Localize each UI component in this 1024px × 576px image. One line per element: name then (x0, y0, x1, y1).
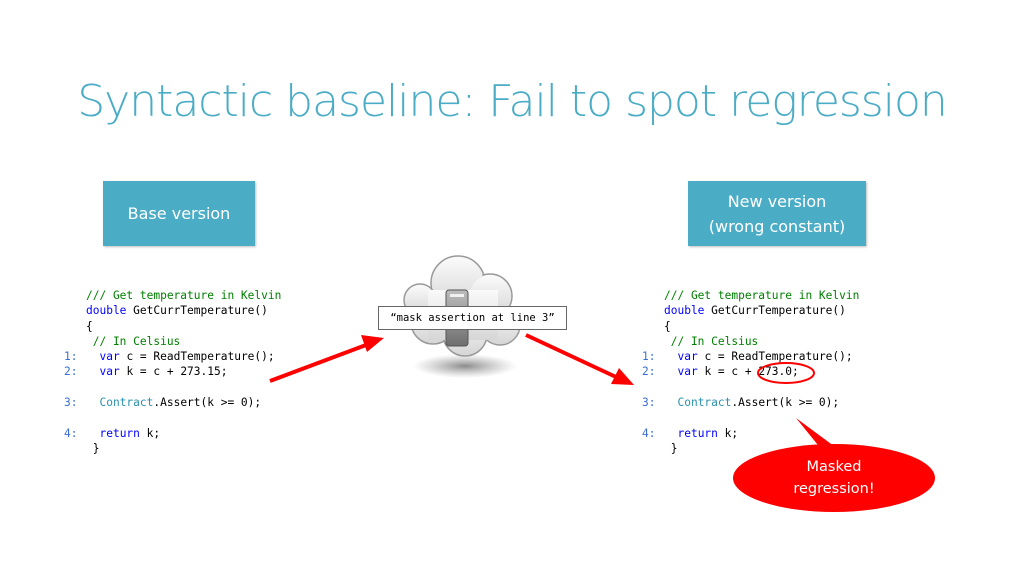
code-line: // In Celsius (64, 334, 281, 349)
code-line: 2: var k = c + 273.15; (64, 364, 281, 379)
base-version-box: Base version (103, 181, 255, 246)
code-text: } (670, 441, 678, 455)
callout-bubble (733, 418, 935, 512)
code-text: { (86, 319, 93, 333)
code-text: k; (139, 426, 161, 440)
line-number: 3: (64, 396, 78, 410)
code-line: 1: var c = ReadTemperature(); (64, 349, 281, 364)
new-version-box: New version (wrong constant) (688, 181, 866, 246)
arrow-icon (525, 333, 634, 385)
code-text: .Assert(k >= 0); (731, 396, 840, 410)
code-line: { (64, 319, 281, 334)
code-line: // In Celsius (642, 334, 859, 349)
code-keyword: var (99, 350, 120, 364)
code-comment: // In Celsius (86, 334, 181, 348)
slide-title: Syntactic baseline: Fail to spot regress… (77, 76, 948, 127)
code-line: double GetCurrTemperature() (64, 303, 281, 318)
code-line: 4: return k; (64, 426, 281, 441)
code-type: Contract (99, 396, 154, 410)
code-line: 1: var c = ReadTemperature(); (642, 349, 859, 364)
code-keyword: var (677, 350, 698, 364)
masked-regression-callout: Masked regression! (735, 446, 933, 510)
code-line: } (642, 441, 859, 456)
code-text: c = ReadTemperature(); (119, 350, 275, 364)
callout-line1: Masked (806, 459, 862, 475)
code-keyword: return (99, 426, 140, 440)
code-keyword: var (99, 365, 120, 379)
new-code-block: /// Get temperature in Kelvin double Get… (642, 288, 859, 456)
code-text: GetCurrTemperature() (704, 304, 846, 318)
line-number: 1: (642, 350, 656, 364)
code-text: } (92, 441, 100, 455)
code-text: k; (717, 426, 739, 440)
line-number: 2: (642, 365, 656, 379)
code-keyword: double (664, 304, 705, 318)
line-number: 2: (64, 365, 78, 379)
line-number: 4: (64, 426, 78, 440)
code-line: } (64, 441, 281, 456)
base-version-label: Base version (127, 204, 231, 223)
code-line: 3: Contract.Assert(k >= 0); (64, 395, 281, 410)
code-text: k = c + 273.0; (697, 365, 799, 379)
code-comment: // In Celsius (664, 334, 759, 348)
code-keyword: return (677, 426, 718, 440)
new-version-label-line2: (wrong constant) (708, 216, 846, 236)
base-code-block: /// Get temperature in Kelvin double Get… (64, 288, 281, 456)
line-number: 3: (642, 396, 656, 410)
code-line: /// Get temperature in Kelvin (642, 288, 859, 303)
code-line: { (642, 319, 859, 334)
code-comment: /// Get temperature in Kelvin (86, 289, 282, 302)
code-keyword: var (677, 365, 698, 379)
callout-line2: regression! (793, 481, 875, 497)
assertion-label: “mask assertion at line 3” (378, 306, 567, 330)
code-line: 2: var k = c + 273.0; (642, 364, 859, 379)
code-keyword: double (86, 304, 127, 318)
code-text: .Assert(k >= 0); (153, 396, 262, 410)
code-text: c = ReadTemperature(); (697, 350, 853, 364)
code-line: 4: return k; (642, 426, 859, 441)
code-line: 3: Contract.Assert(k >= 0); (642, 395, 859, 410)
line-number: 4: (642, 426, 656, 440)
code-type: Contract (677, 396, 732, 410)
code-text: GetCurrTemperature() (126, 304, 268, 318)
code-text: k = c + 273.15; (119, 365, 228, 379)
arrow-icon (269, 335, 384, 383)
code-line: /// Get temperature in Kelvin (64, 288, 281, 303)
code-text: { (664, 319, 671, 333)
highlight-circle (757, 362, 815, 384)
code-comment: /// Get temperature in Kelvin (664, 289, 860, 302)
new-version-label-line1: New version (727, 191, 827, 211)
line-number: 1: (64, 350, 78, 364)
code-line: double GetCurrTemperature() (642, 303, 859, 318)
